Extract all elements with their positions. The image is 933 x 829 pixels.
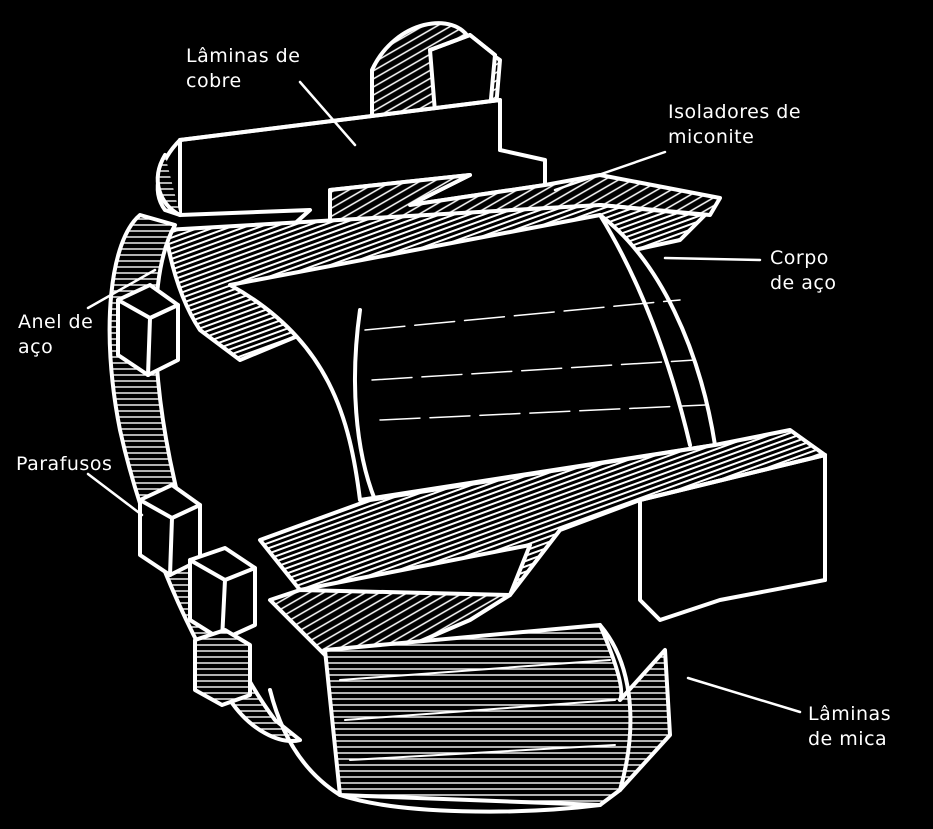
label-steel-ring-line1: Anel de <box>18 311 94 333</box>
label-steel-ring: Anel de aço <box>18 310 93 360</box>
bolts <box>116 283 257 707</box>
label-copper-laminas: Lâminas de cobre <box>186 44 300 94</box>
label-miconite-insulators-line1: Isoladores de <box>668 101 802 123</box>
mica-laminas <box>268 623 672 814</box>
label-steel-body-line1: Corpo <box>770 247 829 269</box>
label-bolts: Parafusos <box>16 452 112 477</box>
label-bolts-line1: Parafusos <box>16 453 113 475</box>
label-miconite-insulators-line2: miconite <box>668 126 755 148</box>
label-copper-laminas-line2: cobre <box>186 70 242 92</box>
label-copper-laminas-line1: Lâminas de <box>186 45 301 67</box>
label-miconite-insulators: Isoladores de miconite <box>668 100 801 150</box>
label-steel-ring-line2: aço <box>18 336 54 358</box>
label-mica-laminas-line2: de mica <box>808 728 888 750</box>
label-mica-laminas-line1: Lâminas <box>808 703 892 725</box>
label-steel-body: Corpo de aço <box>770 246 837 296</box>
copper-lamina-top-disc <box>370 21 502 132</box>
label-steel-body-line2: de aço <box>770 272 837 294</box>
leader-lines <box>86 80 802 714</box>
label-mica-laminas: Lâminas de mica <box>808 702 891 752</box>
copper-blade-bottom <box>268 453 827 662</box>
